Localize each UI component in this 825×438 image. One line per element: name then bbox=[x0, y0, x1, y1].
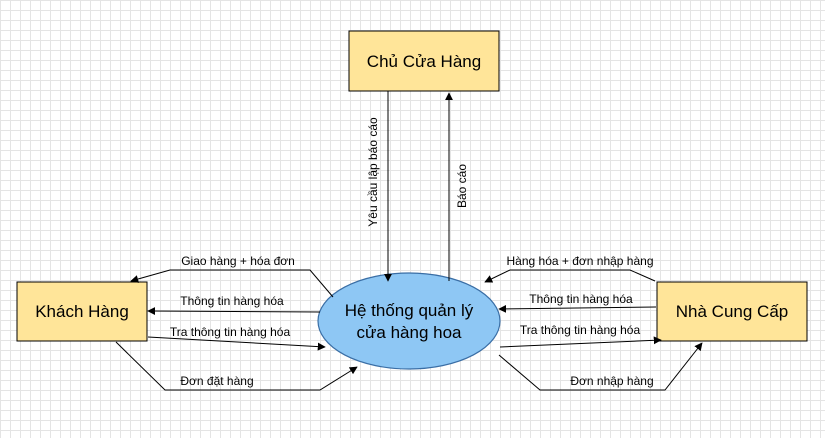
edge-purchase-order bbox=[498, 342, 703, 391]
system-ellipse bbox=[317, 272, 501, 370]
label-order: Đơn đặt hàng bbox=[180, 374, 253, 388]
edge-product-info-customer bbox=[147, 307, 321, 316]
label-product-lookup-customer: Tra thông tin hàng hóa bbox=[170, 325, 291, 339]
customer-entity[interactable]: Khách Hàng bbox=[16, 281, 148, 342]
label-product-info-supplier: Thông tin hàng hóa bbox=[529, 292, 633, 306]
edge-product-lookup-supplier bbox=[499, 336, 662, 348]
customer-label: Khách Hàng bbox=[35, 302, 129, 321]
owner-box bbox=[348, 30, 500, 92]
edge-product-info-supplier bbox=[498, 304, 657, 313]
label-report: Báo cáo bbox=[455, 164, 469, 208]
supplier-label: Nhà Cung Cấp bbox=[676, 302, 788, 321]
owner-entity[interactable]: Chủ Cửa Hàng bbox=[348, 30, 500, 92]
edge-product-lookup-customer bbox=[147, 336, 326, 351]
system-process[interactable]: Hệ thống quản lý cửa hàng hoa bbox=[317, 272, 501, 370]
customer-box bbox=[16, 281, 148, 342]
label-product-lookup-supplier: Tra thông tin hàng hóa bbox=[520, 323, 641, 337]
label-delivery-invoice: Giao hàng + hóa đơn bbox=[181, 254, 295, 268]
edge-goods-purchase-order bbox=[484, 269, 656, 283]
edge-delivery-invoice bbox=[130, 269, 334, 298]
supplier-box bbox=[656, 281, 808, 342]
label-product-info-customer: Thông tin hàng hóa bbox=[180, 294, 284, 308]
label-report-request: Yêu cầu lập báo cáo bbox=[366, 117, 380, 227]
supplier-entity[interactable]: Nhà Cung Cấp bbox=[656, 281, 808, 342]
system-label-line1: Hệ thống quản lý bbox=[345, 301, 474, 320]
edge-order bbox=[115, 341, 358, 391]
label-goods-purchase-order: Hàng hóa + đơn nhập hàng bbox=[507, 254, 654, 268]
owner-label: Chủ Cửa Hàng bbox=[367, 52, 481, 71]
system-label-line2: cửa hàng hoa bbox=[357, 323, 463, 342]
label-purchase-order: Đơn nhập hàng bbox=[570, 374, 653, 388]
